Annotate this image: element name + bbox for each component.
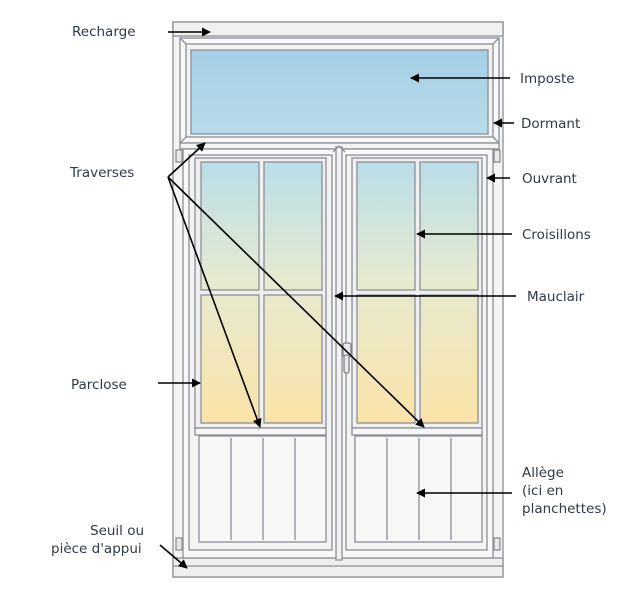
arrow-traverse-2 (167, 176, 262, 428)
label-seuil-2: pièce d'appui (51, 541, 142, 557)
labels: Recharge Imposte Dormant Traverses Ouvra… (51, 24, 607, 557)
right-pane-tr (419, 161, 479, 291)
mauclair (332, 145, 346, 561)
seuil (172, 557, 504, 578)
left-sash (182, 148, 339, 559)
label-croisillons: Croisillons (522, 227, 591, 243)
label-allege-1: Allège (522, 465, 564, 481)
arrow-traverse-1 (167, 142, 206, 178)
label-allege-3: planchettes) (522, 501, 607, 517)
right-sash (339, 148, 494, 559)
recharge-strip (172, 21, 504, 37)
right-pane-br (419, 294, 479, 424)
label-allege-2: (ici en (522, 483, 563, 499)
left-traverse (194, 427, 327, 436)
hinge-right-top (493, 149, 501, 163)
arrow-traverse-3 (167, 176, 425, 428)
arrows (158, 27, 516, 569)
hinge-right-bottom (493, 537, 501, 551)
right-pane-tl (356, 161, 416, 291)
arrow-seuil (159, 544, 188, 569)
imposte-glass (190, 49, 489, 135)
label-imposte: Imposte (520, 71, 575, 87)
right-pane-bl (356, 294, 416, 424)
label-mauclair: Mauclair (527, 289, 585, 305)
label-recharge: Recharge (72, 24, 136, 40)
left-pane-bl (200, 294, 260, 424)
hinge-left-top (175, 149, 183, 163)
label-dormant: Dormant (521, 116, 580, 132)
left-pane-br (263, 294, 323, 424)
left-pane-tr (263, 161, 323, 291)
label-parclose: Parclose (71, 377, 127, 393)
left-pane-tl (200, 161, 260, 291)
label-ouvrant: Ouvrant (522, 171, 577, 187)
right-traverse (351, 427, 483, 436)
label-seuil-1: Seuil ou (90, 523, 144, 539)
label-traverses: Traverses (69, 165, 134, 181)
hinge-left-bottom (175, 537, 183, 551)
